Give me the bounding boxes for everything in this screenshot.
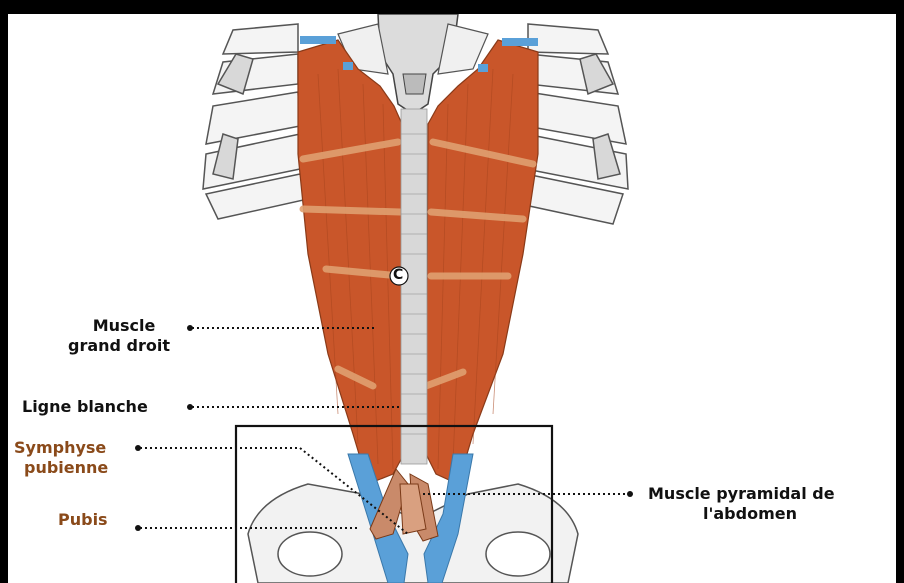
label-muscle-grand-droit-line1: Muscle <box>68 316 170 336</box>
rib-cage-left <box>203 24 308 219</box>
label-muscle-pyramidal: Muscle pyramidal de l'abdomen <box>648 484 835 524</box>
label-muscle-pyramidal-line1: Muscle pyramidal de <box>648 484 835 504</box>
anatomy-diagram: C Muscle grand droit Ligne blanche Symph… <box>8 14 896 583</box>
linea-alba <box>401 109 427 464</box>
label-symphyse-pubienne-line1: Symphyse <box>14 438 108 458</box>
obturator-foramen-right <box>486 532 550 576</box>
rectus-abdominis-right <box>426 40 538 484</box>
pyramidalis-muscle <box>370 469 438 541</box>
label-muscle-grand-droit-line2: grand droit <box>68 336 170 356</box>
label-muscle-grand-droit: Muscle grand droit <box>68 316 170 356</box>
label-pubis: Pubis <box>58 510 108 530</box>
label-ligne-blanche: Ligne blanche <box>22 397 148 417</box>
label-symphyse-pubienne-line2: pubienne <box>14 458 108 478</box>
obturator-foramen-left <box>278 532 342 576</box>
rectus-abdominis-left <box>298 40 404 484</box>
label-symphyse-pubienne: Symphyse pubienne <box>14 438 108 478</box>
label-muscle-pyramidal-line2: l'abdomen <box>648 504 835 524</box>
center-marker-letter: C <box>393 265 403 285</box>
